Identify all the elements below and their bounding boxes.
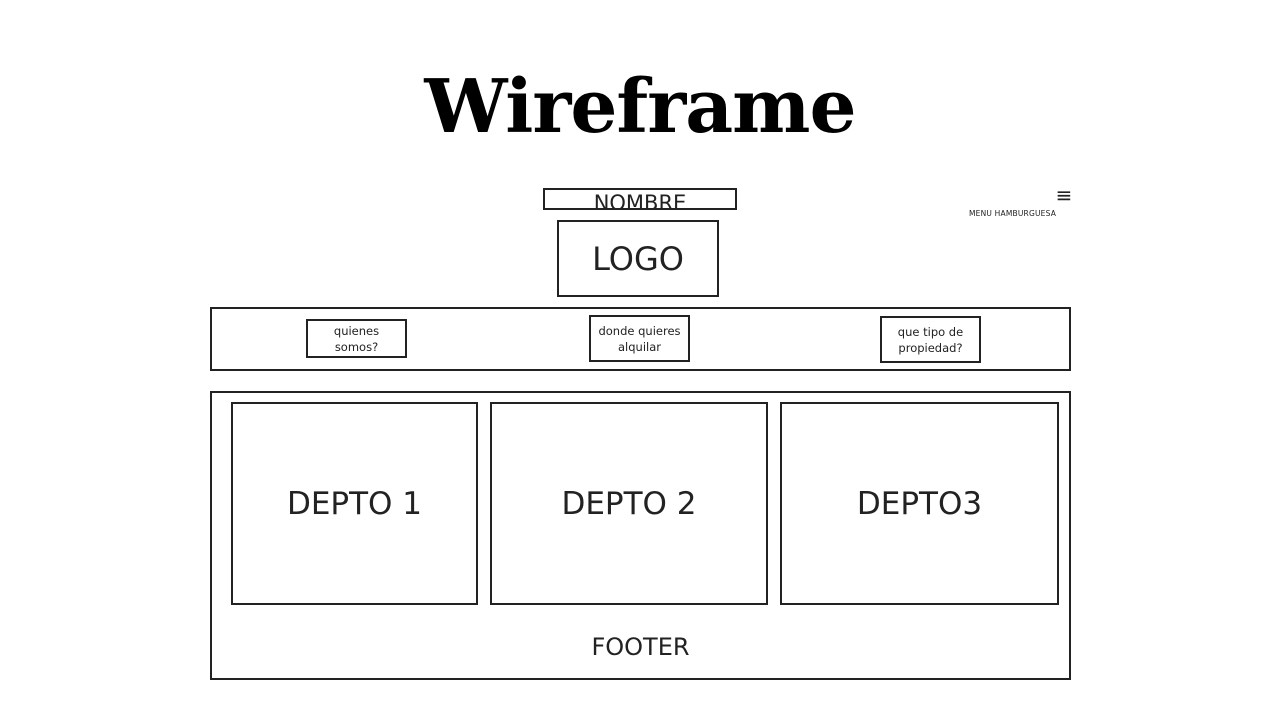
content-area: DEPTO 1 DEPTO 2 DEPTO3 FOOTER (210, 391, 1071, 680)
menu-hamburguesa-label: MENU HAMBURGUESA (968, 209, 1057, 218)
nav-button-quienes-somos[interactable]: quienes somos? (306, 319, 407, 358)
nav-bar: quienes somos? donde quieres alquilar qu… (210, 307, 1071, 371)
footer-label: FOOTER (591, 633, 690, 661)
nav-button-donde-quieres-alquilar[interactable]: donde quieres alquilar (589, 315, 690, 362)
depto-card-1[interactable]: DEPTO 1 (231, 402, 478, 605)
nav-button-tipo-de-propiedad[interactable]: que tipo de propiedad? (880, 316, 981, 363)
slide-title: Wireframe (424, 64, 856, 150)
nombre-box: NOMBRE (543, 188, 737, 210)
hamburger-menu-icon[interactable]: ≡ (1055, 183, 1073, 207)
logo-placeholder: LOGO (557, 220, 719, 297)
depto-card-2[interactable]: DEPTO 2 (490, 402, 768, 605)
depto-card-3[interactable]: DEPTO3 (780, 402, 1059, 605)
